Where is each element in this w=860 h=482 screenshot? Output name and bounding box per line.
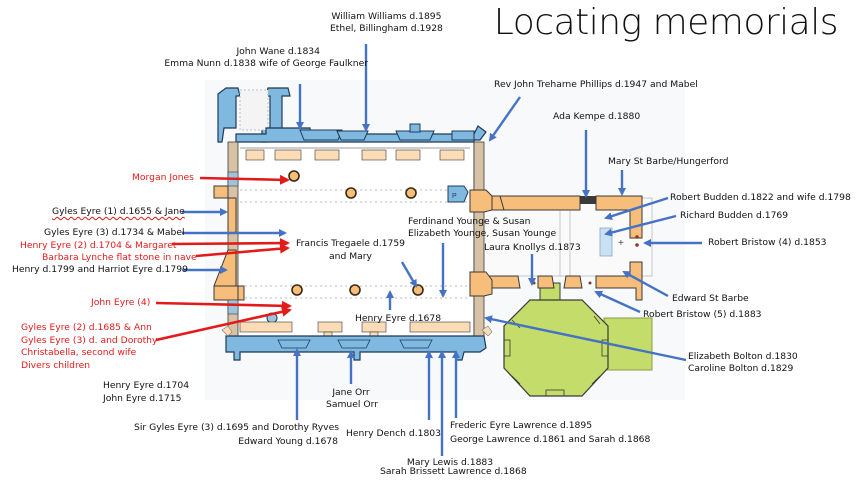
- label-henry-john-eyre: Henry Eyre d.1704 John Eyre d.1715: [103, 379, 189, 405]
- cross-symbol: +: [618, 238, 624, 249]
- label-line: Sarah Brissett Lawrence d.1868: [380, 466, 527, 477]
- label-edward-st-barbe: Edward St Barbe: [672, 293, 749, 304]
- label-line: Divers children: [21, 359, 91, 371]
- arrow-edward-st-barbe: [622, 270, 669, 298]
- arrow-morgan-jones: [199, 174, 290, 185]
- label-line: Henry Eyre d.1704: [103, 380, 190, 391]
- label-line: Jane Orr: [332, 387, 370, 398]
- label-line: Christabella, second wife: [21, 347, 137, 358]
- label-gyles-eyre-2-group: Gyles Eyre (2) d.1685 & Ann Gyles Eyre (…: [21, 322, 157, 372]
- arrow-robert-bristow-5: [594, 290, 641, 314]
- label-orr: Jane Orr Samuel Orr: [326, 387, 378, 411]
- slide-title: Locating memorials: [493, 2, 839, 43]
- label-younge: Ferdinand Younge & Susan Elizabeth Young…: [408, 216, 556, 240]
- label-line: Elizabeth Younge, Susan Younge: [408, 228, 557, 239]
- nave: P: [213, 87, 493, 361]
- label-mary-lewis: Mary Lewis d.1883 Sarah Brissett Lawrenc…: [380, 457, 527, 477]
- arrow-gyles-eyre-2-group: [155, 306, 292, 342]
- label-john-wane: John Wane d.1834 Emma Nunn d.1838 wife o…: [144, 46, 368, 70]
- blue-arrows: [182, 44, 702, 456]
- label-line: Gyles Eyre (3) d. and Dorothy: [21, 334, 158, 346]
- red-arrows: [155, 174, 292, 342]
- arrow-henry-eyre-2: [171, 238, 290, 249]
- chapter-house: [503, 282, 653, 397]
- label-gyles-eyre-1: Gyles Eyre (1) d.1655 & Jane: [52, 206, 185, 218]
- label-henry-harriot: Henry d.1799 and Harriot Eyre d.1799: [12, 264, 188, 275]
- arrow-rev-phillips: [488, 96, 521, 142]
- label-line: Samuel Orr: [326, 399, 378, 410]
- label-line: Francis Tregaele d.1759: [296, 238, 406, 249]
- label-line: Caroline Bolton d.1829: [688, 363, 794, 374]
- label-rev-phillips: Rev John Treharne Phillips d.1947 and Ma…: [494, 79, 698, 90]
- label-line: Elizabeth Bolton d.1830: [688, 351, 798, 362]
- label-robert-bristow-4: Robert Bristow (4) d.1853: [708, 237, 827, 248]
- label-line: Gyles Eyre (2) d.1685 & Ann: [21, 322, 152, 333]
- label-line: George Lawrence d.1861 and Sarah d.1868: [450, 434, 651, 445]
- label-robert-budden: Robert Budden d.1822 and wife d.1798: [670, 192, 851, 203]
- label-text: Gyles Eyre (1) d.1655 & Jane: [52, 206, 185, 217]
- pulpit-letter: P: [452, 193, 457, 200]
- label-line: John Eyre d.1715: [103, 393, 182, 404]
- label-lawrence: Frederic Eyre Lawrence d.1895 George Law…: [450, 419, 650, 447]
- label-richard-budden: Richard Budden d.1769: [680, 210, 789, 221]
- label-line: Mary Lewis d.1883: [406, 457, 494, 468]
- label-henry-eyre-1678: Henry Eyre d.1678: [355, 313, 442, 324]
- label-mary-st-barbe: Mary St Barbe/Hungerford: [608, 156, 729, 167]
- label-bolton: Elizabeth Bolton d.1830 Caroline Bolton …: [688, 351, 798, 375]
- label-francis-tregaele: Francis Tregaele d.1759 and Mary: [296, 237, 406, 263]
- arrow-richard-budden: [604, 214, 677, 237]
- label-henry-dench: Henry Dench d.1803: [346, 428, 441, 439]
- label-gyles-eyre-3: Gyles Eyre (3) d.1734 & Mabel: [44, 227, 185, 238]
- label-laura-knollys: Laura Knollys d.1873: [484, 242, 581, 253]
- label-ada-kempe: Ada Kempe d.1880: [553, 111, 641, 122]
- label-line: John Wane d.1834: [236, 46, 320, 57]
- label-william-williams: William Williams d.1895 Ethel, Billingha…: [330, 11, 443, 35]
- arrow-john-eyre-4: [155, 300, 292, 311]
- arrow-francis-tregaele: [400, 261, 418, 288]
- arrow-bolton: [484, 315, 687, 362]
- label-line: Frederic Eyre Lawrence d.1895: [450, 420, 593, 431]
- label-line: Emma Nunn d.1838 wife of George Faulkner: [164, 58, 368, 69]
- label-line: Sir Gyles Eyre (3) d.1695 and Dorothy Ry…: [134, 422, 340, 433]
- label-line: Ethel, Billingham d.1928: [330, 23, 443, 34]
- label-morgan-jones: Morgan Jones: [132, 172, 194, 183]
- label-barbara-lynche: Barbara Lynche flat stone in nave: [42, 252, 197, 263]
- label-line: Edward Young d.1678: [238, 436, 338, 447]
- label-henry-eyre-2: Henry Eyre (2) d.1704 & Margaret: [20, 240, 177, 251]
- label-line: William Williams d.1895: [331, 11, 442, 22]
- label-line: and Mary: [329, 251, 372, 262]
- label-john-eyre-4: John Eyre (4): [91, 297, 151, 308]
- label-sir-gyles: Sir Gyles Eyre (3) d.1695 and Dorothy Ry…: [134, 421, 340, 449]
- arrow-barbara-lynche: [195, 243, 290, 258]
- chancel: +: [465, 195, 653, 301]
- label-line: Ferdinand Younge & Susan: [408, 216, 531, 227]
- arrow-robert-budden: [604, 196, 669, 220]
- label-robert-bristow-5: Robert Bristow (5) d.1883: [643, 309, 762, 320]
